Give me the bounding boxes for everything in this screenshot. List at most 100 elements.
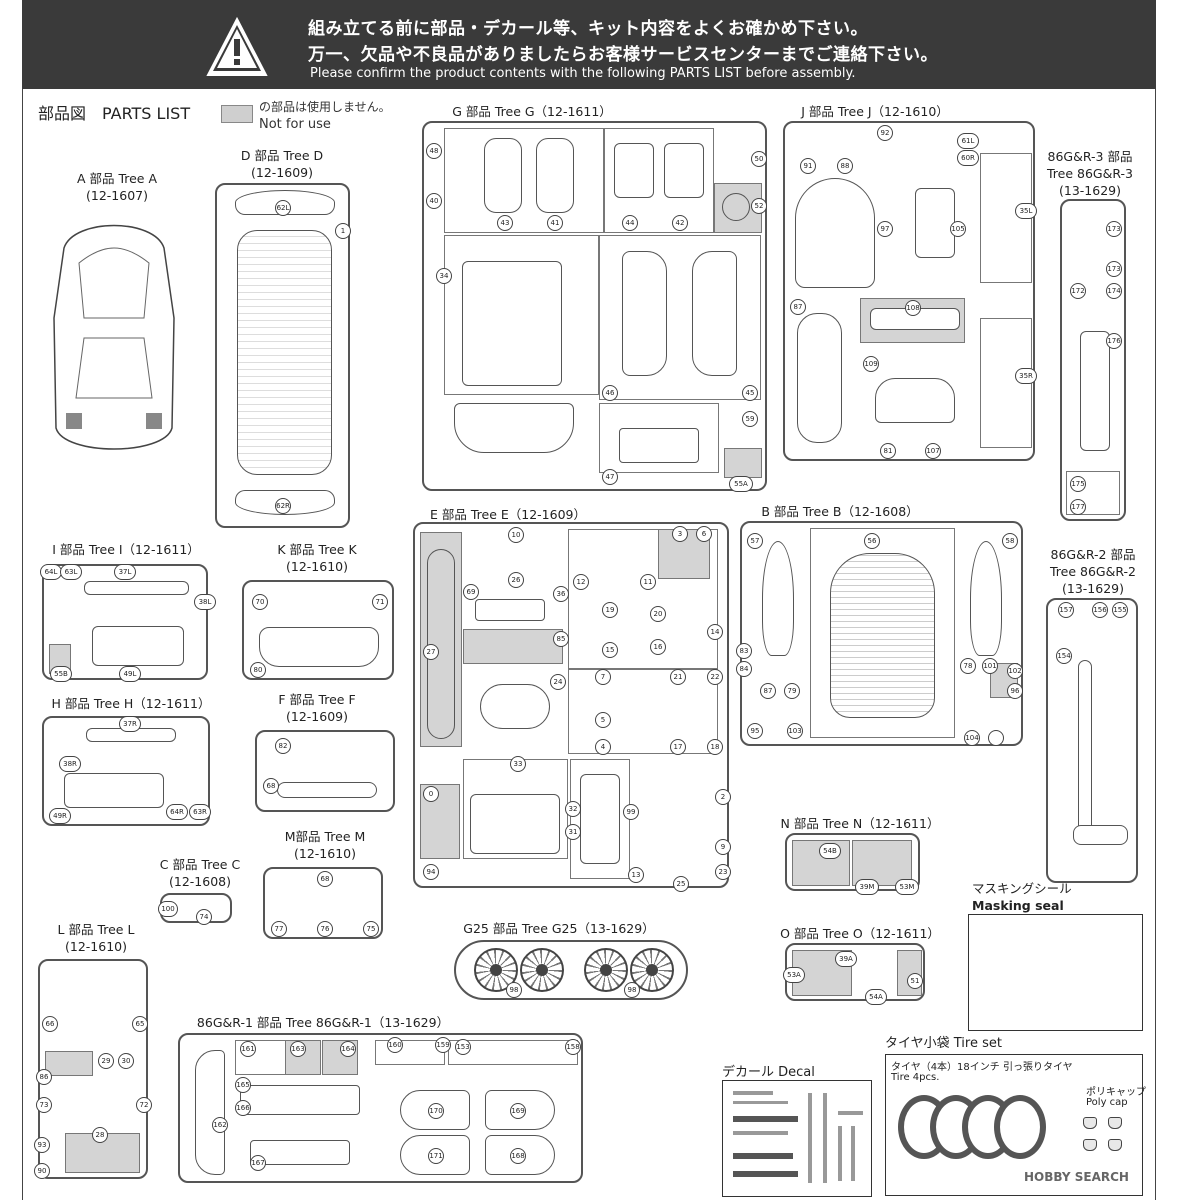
tree-d-frame: 62L 1 62R [215, 183, 351, 528]
tree-g-frame: 48 40 43 41 44 42 50 52 34 46 45 59 47 5… [422, 121, 767, 492]
part-number: 170 [428, 1103, 444, 1119]
part-number: 77 [271, 921, 287, 937]
tree-m-frame: 68 77 76 75 [263, 867, 383, 939]
part-number: 100 [158, 901, 178, 917]
part-number: 13 [628, 867, 644, 883]
part-number: 32 [565, 801, 581, 817]
suspension-cell [568, 529, 718, 669]
part-number: 105 [950, 221, 966, 237]
part-number: 17 [670, 739, 686, 755]
tree-e-frame: 10 26 69 36 85 27 24 0 33 32 31 94 12 11… [413, 522, 731, 892]
part-number: 72 [136, 1097, 152, 1113]
part-number: 75 [363, 921, 379, 937]
part-number: 157 [1058, 602, 1074, 618]
part-number: 14 [707, 624, 723, 640]
part-number: 49R [49, 808, 71, 824]
tree-g-label: G 部品 Tree G（12-1611） [452, 104, 612, 119]
part-number: 84 [736, 661, 752, 677]
tree-b-label: B 部品 Tree B（12-1608） [761, 504, 919, 519]
hood-part [795, 178, 875, 288]
part-number: 169 [510, 1103, 526, 1119]
part-number: 98 [506, 982, 522, 998]
tire-set-description: タイヤ（4本）18インチ 引っ張りタイヤ [891, 1062, 1073, 1073]
part-number: 43 [497, 215, 513, 231]
part-number: 33 [510, 756, 526, 772]
decal-strip [733, 1153, 793, 1159]
part-number: 24 [550, 674, 566, 690]
part-number: 108 [905, 300, 921, 316]
decal-strip [838, 1111, 863, 1115]
part-number: 64L [40, 564, 62, 580]
spoiler-part [797, 313, 842, 443]
seat-back-part [614, 143, 654, 198]
door-part [622, 251, 667, 376]
light-cell [1066, 471, 1120, 515]
part-number: 35R [1015, 368, 1037, 384]
tree-c-frame: 100 74 [158, 893, 232, 925]
tree-f-frame: 82 68 [255, 730, 395, 812]
part-number: 51 [907, 973, 923, 989]
part-number: 28 [92, 1127, 108, 1143]
pedal-cell [724, 448, 762, 478]
part-number: 56 [864, 533, 880, 549]
grey-cell [45, 1051, 93, 1076]
part-number: 0 [423, 786, 439, 802]
part-number: 172 [1070, 283, 1086, 299]
part-number: 54B [819, 843, 841, 859]
part-number: 3 [672, 526, 688, 542]
door-panel-cell [599, 235, 761, 400]
part-number: 50 [751, 151, 767, 167]
masking-seal-box [968, 914, 1143, 1031]
part-number: 173 [1106, 261, 1122, 277]
not-for-use-legend: の部品は使用しません。 Not for use [259, 99, 391, 133]
part-number: 154 [1056, 648, 1072, 664]
tree-j-label: J 部品 Tree J（12-1610） [801, 104, 949, 119]
tree-n-frame: 54B 39M 53M [785, 833, 920, 895]
part-number: 49L [119, 666, 141, 682]
part-number: 45 [742, 385, 758, 401]
part-number: 171 [428, 1148, 444, 1164]
decal-label: デカール Decal [722, 1065, 815, 1080]
body-shell-a [53, 224, 175, 450]
tree-l-label: L 部品 Tree L(12-1610) [57, 922, 135, 954]
part-number: 60R [957, 150, 979, 166]
part-number: 168 [510, 1148, 526, 1164]
part-number: 94 [423, 864, 439, 880]
part-number: 82 [275, 738, 291, 754]
part-number: 4 [595, 739, 611, 755]
bracket-part [250, 1140, 350, 1165]
sheet-border [22, 89, 1156, 1200]
subframe-part [480, 684, 550, 729]
tree-g25-label: G25 部品 Tree G25（13-1629） [463, 921, 655, 936]
decal-strip [823, 1093, 827, 1183]
part-number: 53A [783, 967, 805, 983]
part-number: 9 [715, 839, 731, 855]
part-number: 63L [60, 564, 82, 580]
warning-banner: 組み立てる前に部品・デカール等、キット内容をよくお確かめ下さい。 万一、欠品や不… [22, 0, 1156, 89]
part-number: 34 [436, 268, 452, 284]
part-number: 98 [624, 982, 640, 998]
part-number: 11 [640, 574, 656, 590]
part-number: 37R [119, 716, 141, 732]
grey-cell [852, 840, 912, 886]
tree-j-frame: 92 61L 91 88 60R 97 105 35L 87 108 109 3… [783, 121, 1037, 461]
part-number: 73 [36, 1097, 52, 1113]
part-number: 87 [790, 299, 806, 315]
part-number: 10 [508, 527, 524, 543]
part-number: 61L [957, 133, 979, 149]
part-number: 1 [335, 223, 351, 239]
tree-k-label: K 部品 Tree K(12-1610) [277, 542, 357, 574]
tree-m-label: M部品 Tree M(12-1610) [284, 829, 366, 861]
part-number: 79 [784, 683, 800, 699]
tree-g25-frame: 98 98 [454, 940, 688, 1000]
seat-cell [604, 128, 714, 233]
tree-o-label: O 部品 Tree O（12-1611） [780, 926, 940, 941]
tree-r3-frame: 173 173 172 174 176 175 177 [1060, 199, 1126, 521]
tree-o-frame: 39A 53A 51 54A [783, 943, 925, 1005]
tire-part [994, 1095, 1046, 1159]
part-number: 88 [837, 158, 853, 174]
chassis-part [237, 230, 332, 475]
tree-a-label: A 部品 Tree A(12-1607) [76, 171, 158, 203]
part-number: 23 [715, 864, 731, 880]
